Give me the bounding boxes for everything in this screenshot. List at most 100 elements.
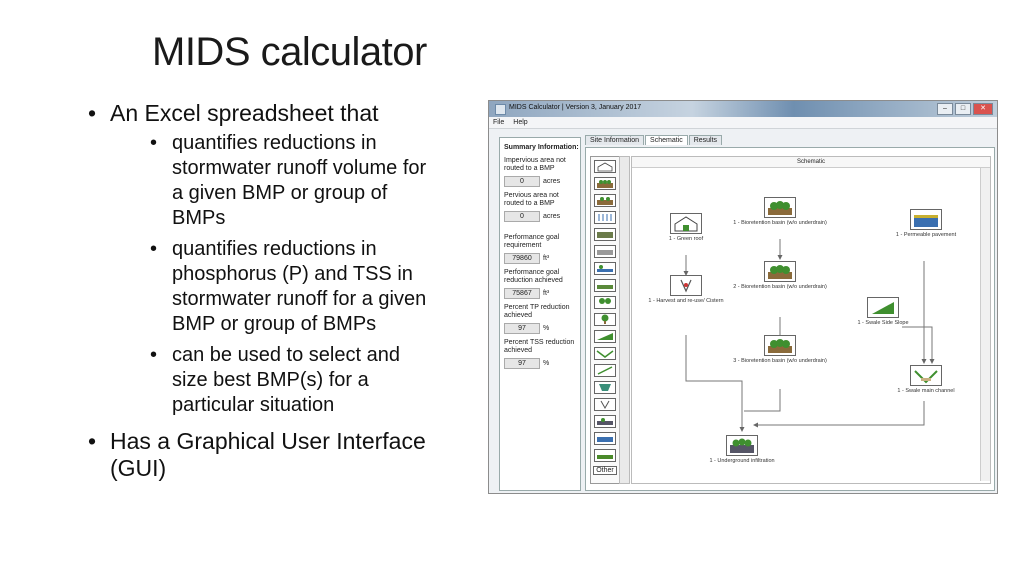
summary-unit: % [543,325,550,332]
node-label: 1 - Swale Side Slope [857,320,909,326]
schematic-panel: Other Schematic 1 [585,147,995,491]
sub-bullet-phosphorus: quantifies reductions in phosphorus (P) … [150,237,433,337]
summary-label: Impervious area not routed to a BMP [504,157,566,172]
sub-bullet-volume: quantifies reductions in stormwater runo… [150,131,433,231]
node-bioretention-1[interactable]: 1 - Bioretention basin (w/o underdrain) [732,197,828,226]
slide-title: MIDS calculator [152,30,427,74]
wetland-icon[interactable] [594,279,616,292]
swale-main-icon [910,365,942,386]
pond-icon[interactable] [594,262,616,275]
window-titlebar: MIDS Calculator | Version 3, January 201… [489,101,997,117]
trees-icon[interactable] [594,313,616,326]
node-label: 1 - Harvest and re-use/ Cistern [648,298,724,304]
summary-value: 97 [504,358,540,369]
node-underground-infiltration[interactable]: 1 - Underground infiltration [690,435,794,464]
tab-schematic[interactable]: Schematic [645,135,688,145]
summary-value: 0 [504,176,540,187]
summary-unit: ft³ [543,290,550,297]
node-bioretention-2[interactable]: 2 - Bioretention basin (w/o underdrain) [732,261,828,290]
green-roof-icon[interactable] [594,160,616,173]
summary-value: 97 [504,323,540,334]
rain-garden-icon[interactable] [594,449,616,462]
swale-check-icon[interactable] [594,364,616,377]
tree-icon[interactable] [594,296,616,309]
summary-label: Performance goal reduction achieved [504,269,563,284]
tab-site-information[interactable]: Site Information [585,135,645,145]
node-swale-main-channel[interactable]: 1 - Swale main channel [886,365,966,394]
bioretention-icon [764,197,796,218]
node-harvest-cistern[interactable]: 1 - Harvest and re-use/ Cistern [644,275,728,304]
filter-strip-icon[interactable] [594,245,616,258]
menu-bar: File Help [489,117,997,129]
node-green-roof[interactable]: 1 - Green roof [656,213,716,242]
palette-scrollbar[interactable] [619,156,630,484]
sub-bullet-select: can be used to select and size best BMP(… [150,343,433,418]
summary-label: Performance goal requirement [504,234,560,249]
cistern-icon [670,275,702,296]
bmp-palette: Other [590,156,620,484]
window-controls: – □ ✕ [937,103,993,115]
bioretention-icon[interactable] [594,177,616,190]
infiltration-icon[interactable] [594,211,616,224]
tab-results[interactable]: Results [688,135,723,145]
node-bioretention-3[interactable]: 3 - Bioretention basin (w/o underdrain) [732,335,828,364]
other-button[interactable]: Other [593,466,617,475]
canvas-scrollbar[interactable] [980,168,990,481]
menu-file[interactable]: File [493,119,505,126]
minimize-icon[interactable]: – [937,103,953,115]
cistern-icon[interactable] [594,398,616,411]
maximize-icon[interactable]: □ [955,103,971,115]
tab-strip: Site Information Schematic Results [585,135,723,145]
summary-unit: % [543,360,550,367]
swale-side-icon[interactable] [594,330,616,343]
node-label: 1 - Underground infiltration [709,458,775,464]
menu-help[interactable]: Help [513,119,528,126]
summary-heading: Summary Information: [504,144,579,151]
schematic-header: Schematic [632,157,990,168]
green-roof-icon [670,213,702,234]
summary-label: Percent TSS reduction achieved [504,339,575,354]
node-label: 1 - Bioretention basin (w/o underdrain) [733,220,827,226]
permeable-pavement-icon[interactable] [594,432,616,445]
summary-unit: ft³ [543,255,550,262]
summary-label: Pervious area not routed to a BMP [504,192,559,207]
app-screenshot: MIDS Calculator | Version 3, January 201… [488,100,998,494]
node-swale-side-slope[interactable]: 1 - Swale Side Slope [848,297,918,326]
node-label: 1 - Green roof [668,236,704,242]
summary-value: 0 [504,211,540,222]
summary-value: 79860 [504,253,540,264]
summary-tp: Percent TP reduction achieved 97% [504,304,580,334]
bullet-gui: Has a Graphical User Interface (GUI) [88,428,433,482]
planter-icon[interactable] [594,228,616,241]
flow-connectors [683,239,935,432]
summary-tss: Percent TSS reduction achieved 97% [504,339,580,369]
summary-unit: acres [543,213,561,220]
bioretention-icon [764,335,796,356]
sand-filter-icon[interactable] [594,381,616,394]
summary-label: Percent TP reduction achieved [504,304,570,319]
app-icon [495,104,506,115]
bullet-excel: An Excel spreadsheet that quantifies red… [88,100,433,418]
node-permeable-pavement[interactable]: 1 - Permeable pavement [886,209,966,238]
node-label: 1 - Swale main channel [897,388,955,394]
bioretention-underdrain-icon[interactable] [594,194,616,207]
close-icon[interactable]: ✕ [973,103,993,115]
node-label: 1 - Permeable pavement [895,232,957,238]
bioretention-icon [764,261,796,282]
schematic-canvas: Schematic 1 - Green roof [631,156,991,484]
window-title: MIDS Calculator | Version 3, January 201… [509,104,642,111]
node-label: 3 - Bioretention basin (w/o underdrain) [733,358,827,364]
swale-side-icon [867,297,899,318]
underground-icon[interactable] [594,415,616,428]
summary-value: 75867 [504,288,540,299]
summary-unit: acres [543,178,561,185]
summary-achieved: Performance goal reduction achieved 7586… [504,269,580,299]
bullet-list: An Excel spreadsheet that quantifies red… [88,100,433,492]
bullet-excel-text: An Excel spreadsheet that [110,100,379,126]
permeable-pavement-icon [910,209,942,230]
underground-icon [726,435,758,456]
swale-main-icon[interactable] [594,347,616,360]
